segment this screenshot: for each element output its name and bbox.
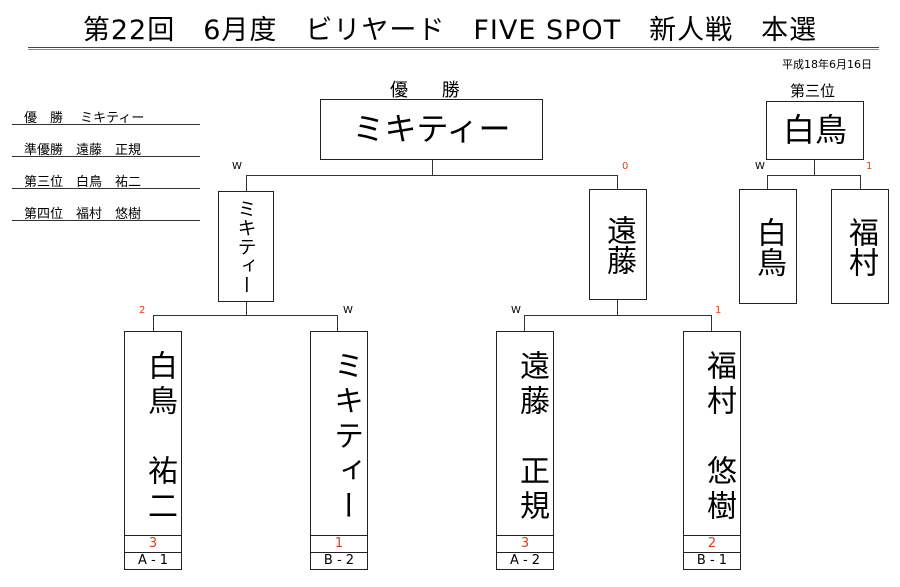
player2-box: ミキティー: [310, 331, 368, 536]
player3-mark: W: [511, 305, 521, 316]
third-right-player: 福村: [831, 189, 889, 304]
semi-left-drop-a: [153, 315, 154, 331]
player4-group: B - 1: [683, 553, 741, 570]
player2-group: B - 2: [310, 553, 368, 570]
semi-right-drop-a: [524, 315, 525, 331]
player2-score: 1: [310, 536, 368, 553]
third-left-player: 白鳥: [739, 189, 797, 304]
standing-second: 準優勝 遠藤 正規: [12, 136, 200, 158]
final-stem: [432, 160, 433, 175]
final-left-mark: W: [232, 161, 242, 172]
player3-score: 3: [496, 536, 554, 553]
player1-box: 白鳥 祐二: [124, 331, 182, 536]
third-place-box: 白鳥: [766, 101, 864, 160]
third-right-mark: 1: [866, 161, 873, 172]
third-stem: [814, 160, 815, 175]
semi-left-drop-b: [337, 315, 338, 331]
event-date: 平成18年6月16日: [782, 58, 872, 71]
player3-group: A - 2: [496, 553, 554, 570]
third-left-drop: [767, 175, 768, 189]
semi-left-box: ミキティー: [218, 191, 274, 302]
final-left-drop: [246, 175, 247, 191]
standing-third: 第三位 白鳥 祐二: [12, 168, 200, 190]
semi-right-bar: [524, 315, 712, 316]
semi-right-stem: [617, 300, 618, 315]
page-title: 第22回 6月度 ビリヤード FIVE SPOT 新人戦 本選: [82, 15, 818, 46]
champion-header: 優 勝: [390, 80, 474, 101]
semi-right-box: 遠藤: [589, 189, 647, 300]
player4-mark: 1: [715, 305, 722, 316]
player1-group: A - 1: [124, 553, 182, 570]
player4-score: 2: [683, 536, 741, 553]
title-underline: [28, 47, 879, 50]
champion-box: ミキティー: [320, 99, 543, 160]
semi-right-drop-b: [711, 315, 712, 331]
final-bar: [246, 175, 618, 176]
player1-score: 3: [124, 536, 182, 553]
player1-mark: 2: [139, 305, 146, 316]
player3-box: 遠藤 正規: [496, 331, 554, 536]
final-right-drop: [617, 175, 618, 189]
final-right-mark: 0: [622, 161, 629, 172]
third-left-mark: W: [755, 161, 765, 172]
third-bar: [767, 175, 861, 176]
semi-left-bar: [153, 315, 338, 316]
third-place-header: 第三位: [790, 82, 836, 100]
standing-first: 優 勝 ミキティー: [12, 104, 200, 126]
semi-left-stem: [246, 302, 247, 315]
player4-box: 福村 悠樹: [683, 331, 741, 536]
player2-mark: W: [343, 305, 353, 316]
standing-fourth: 第四位 福村 悠樹: [12, 200, 200, 222]
third-right-drop: [860, 175, 861, 189]
